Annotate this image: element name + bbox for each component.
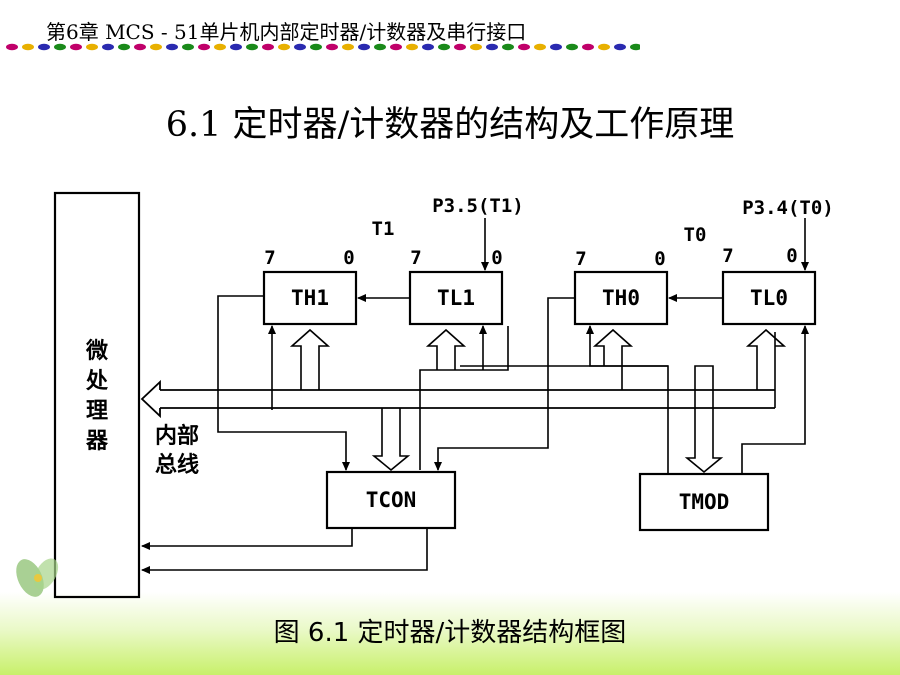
th0-bit0: 0 [654, 248, 665, 270]
slide-title: 6.1 定时器/计数器的结构及工作原理 [165, 105, 735, 145]
separator-dot [566, 43, 578, 51]
tmod-label: TMOD [679, 490, 730, 514]
separator-dot [310, 43, 322, 51]
separator-dot [246, 43, 258, 51]
th0-to-tcon-line [434, 297, 575, 471]
bus-to-tmod [684, 365, 724, 474]
th0-label: TH0 [602, 286, 640, 310]
tl0-label: TL0 [750, 286, 788, 310]
separator-dot [518, 43, 530, 51]
separator-dot [534, 43, 546, 51]
th0-bit7: 7 [575, 248, 586, 270]
tcon-to-cpu-line-2 [141, 528, 428, 574]
separator-dot [406, 43, 418, 51]
tl1-bit0: 0 [491, 247, 502, 269]
separator-dot [294, 43, 306, 51]
separator-dot [278, 43, 290, 51]
th1-bit7: 7 [264, 247, 275, 269]
separator-dot [54, 43, 66, 51]
separator-dot [614, 43, 626, 51]
t1-group-label: T1 [372, 218, 395, 240]
th1-to-tcon-line [217, 295, 350, 471]
separator-dot [262, 43, 274, 51]
p34-pin-label: P3.4(T0) [742, 197, 834, 219]
th1-label: TH1 [291, 286, 329, 310]
tl0-bit0: 0 [786, 245, 797, 267]
bus-to-tl0 [745, 328, 787, 390]
separator-dot [22, 43, 34, 51]
separator-dot [422, 43, 434, 51]
tcon-box [325, 470, 457, 530]
separator-dot [38, 43, 50, 51]
internal-bus [140, 379, 775, 419]
bus-to-tl1 [425, 328, 467, 370]
th1-box [262, 270, 358, 326]
separator-dot [6, 43, 18, 51]
cpu-char-1: 微 [85, 338, 108, 364]
cpu-block [53, 191, 141, 599]
tl1-label: TL1 [437, 286, 475, 310]
tcon-to-cpu-line-1 [141, 528, 353, 550]
cpu-char-3: 理 [86, 399, 108, 424]
separator-dot [230, 43, 242, 51]
tmod-box [638, 472, 770, 532]
internal-bus-label-1: 内部 [155, 423, 199, 449]
separator-dot [438, 43, 450, 51]
separator-dot [182, 43, 194, 51]
decorative-dot-line [6, 43, 640, 51]
tmod-control-line [586, 325, 669, 474]
separator-dot [390, 43, 402, 51]
separator-dot [630, 43, 640, 51]
separator-dot [582, 43, 594, 51]
chapter-title: 第6章 MCS - 51单片机内部定时器/计数器及串行接口 [46, 20, 527, 44]
separator-dot [134, 43, 146, 51]
p35-pin-label: P3.5(T1) [432, 195, 524, 217]
tcon-to-tl1-control [419, 326, 509, 470]
tmod-to-tl0-control [741, 325, 809, 474]
separator-dot [550, 43, 562, 51]
separator-dot [454, 43, 466, 51]
t0-group-label: T0 [684, 224, 707, 246]
separator-dot [374, 43, 386, 51]
th1-bit0: 0 [343, 247, 354, 269]
internal-bus-label-2: 总线 [155, 452, 199, 478]
separator-dot [166, 43, 178, 51]
tl0-bit7: 7 [722, 245, 733, 267]
separator-dot [598, 43, 610, 51]
leaf-decoration-icon [16, 558, 59, 597]
separator-dot [214, 43, 226, 51]
bus-to-tcon [371, 408, 411, 472]
separator-dot [70, 43, 82, 51]
separator-dot [198, 43, 210, 51]
separator-dot [358, 43, 370, 51]
separator-dot [326, 43, 338, 51]
bus-to-th1 [289, 328, 331, 390]
separator-dot [342, 43, 354, 51]
bus-to-th0 [592, 328, 634, 390]
separator-dot [150, 43, 162, 51]
figure-caption: 图 6.1 定时器/计数器结构框图 [273, 618, 627, 648]
separator-dot [118, 43, 130, 51]
cpu-char-4: 器 [85, 429, 109, 454]
tcon-label: TCON [366, 488, 417, 512]
bottom-gradient-band [0, 592, 900, 675]
separator-dot [102, 43, 114, 51]
separator-dot [502, 43, 514, 51]
separator-dot [470, 43, 482, 51]
tl1-bit7: 7 [410, 247, 421, 269]
cpu-char-2: 处 [85, 368, 108, 394]
separator-dot [486, 43, 498, 51]
separator-dot [86, 43, 98, 51]
